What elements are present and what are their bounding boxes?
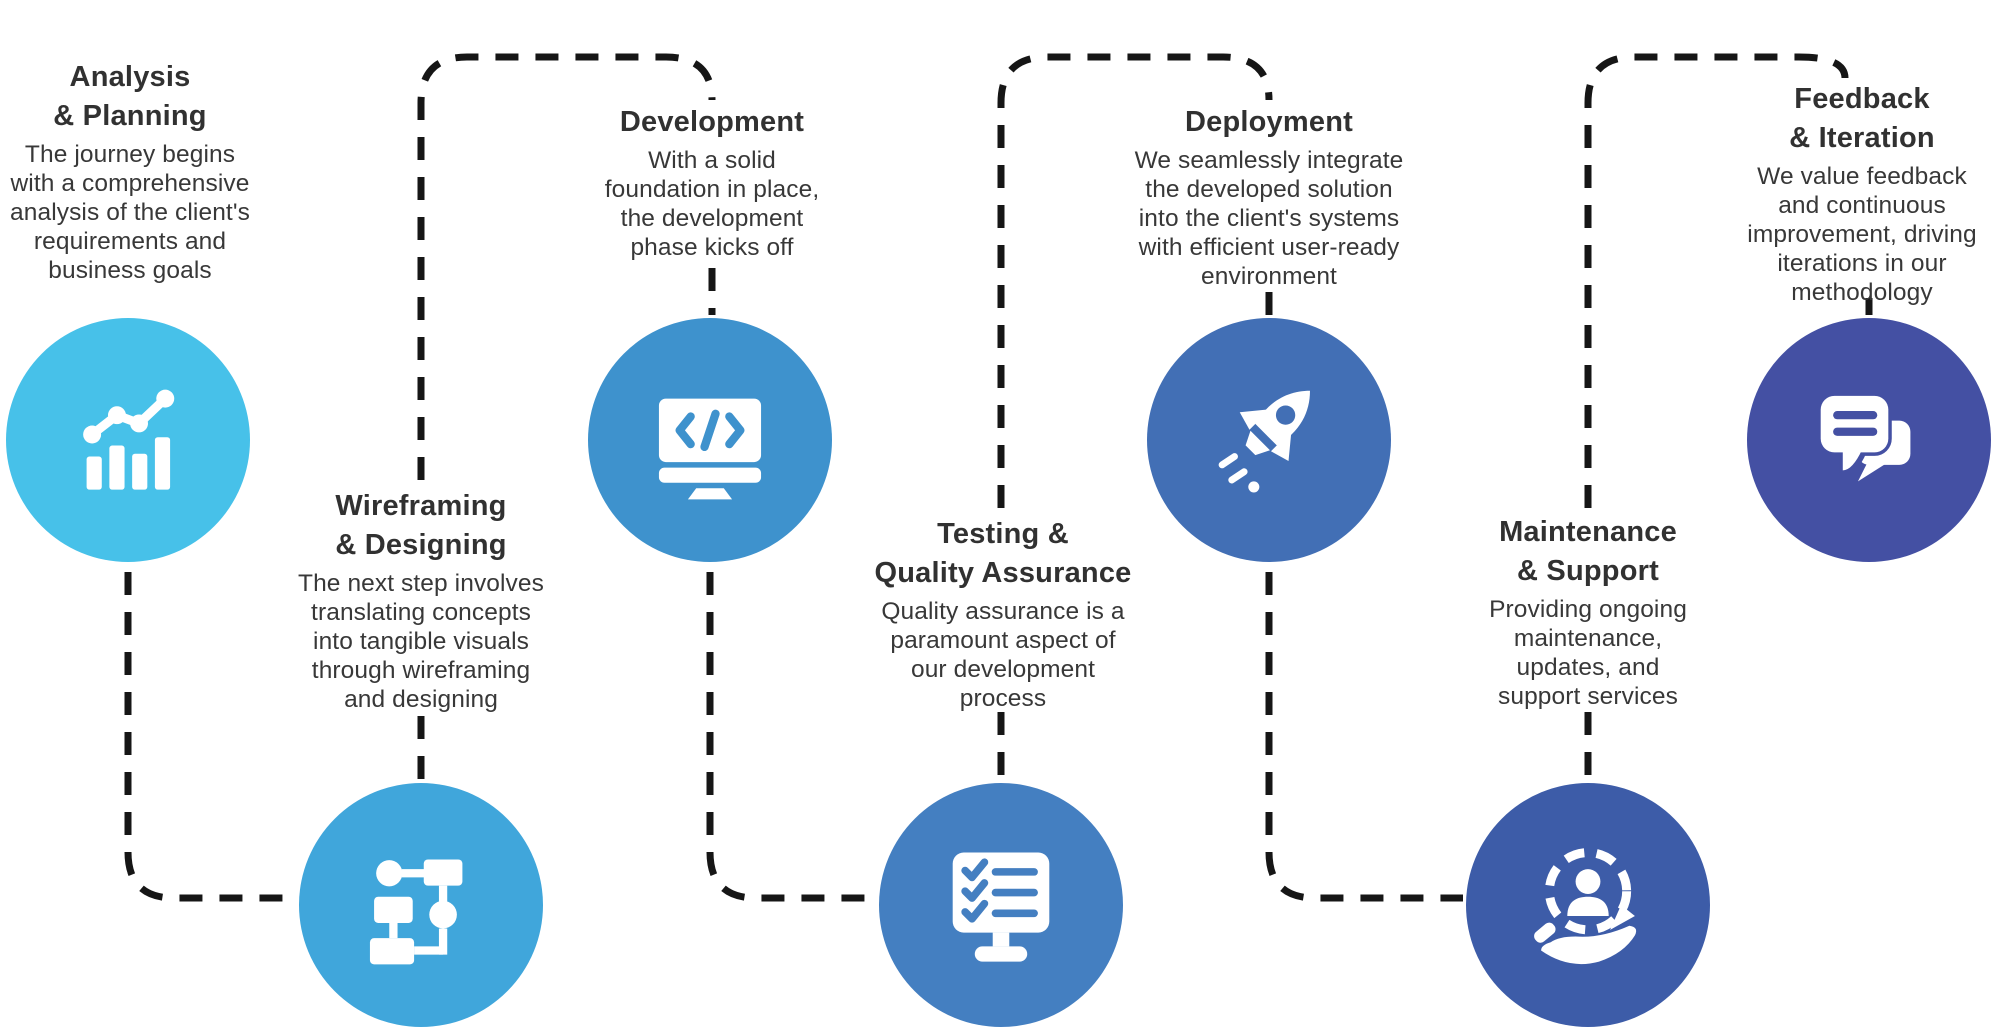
step-title: Feedback & Iteration <box>1789 83 1935 154</box>
step-title: Testing & Quality Assurance <box>874 518 1132 589</box>
step-description: We seamlessly integrate the developed so… <box>1134 147 1404 290</box>
step-description: Quality assurance is a paramount aspect … <box>881 598 1125 712</box>
flowchart-icon <box>369 859 463 965</box>
step-feedback-circle <box>1747 318 1991 562</box>
step-testing-qa: Testing & Quality Assurance Quality assu… <box>813 515 1193 713</box>
step-description: We value feedback and continuous improve… <box>1747 163 1977 306</box>
connector-step4-step5-upper <box>997 53 1273 508</box>
step-deployment-circle <box>1147 318 1391 562</box>
step-title: Analysis & Planning <box>53 61 207 132</box>
step-wireframing-designing: Wireframing & Designing The next step in… <box>231 487 611 714</box>
code-monitor-icon <box>658 398 762 500</box>
front-chat-bubble <box>1817 392 1892 477</box>
connector-group <box>124 53 1873 902</box>
connector-step2-step3-upper <box>417 53 716 480</box>
step-testing-circle <box>879 783 1123 1027</box>
step-maintenance-circle <box>1466 783 1710 1027</box>
connector-step3-step4 <box>706 572 876 902</box>
connector-step5-step6 <box>1265 572 1463 902</box>
connector-step6-step7-upper <box>1584 53 1849 508</box>
step-title: Deployment <box>1185 106 1353 138</box>
step-deployment: Deployment We seamlessly integrate the d… <box>1079 103 1459 291</box>
step-description: The next step involves translating conce… <box>298 570 544 713</box>
step-title: Development <box>619 106 805 138</box>
rocket-icon <box>1218 390 1310 493</box>
step-title: Maintenance & Support <box>1499 516 1677 587</box>
checklist-monitor-icon <box>952 852 1050 962</box>
step-description: With a solid foundation in place, the de… <box>604 147 820 261</box>
step-maintenance-support: Maintenance & Support Providing ongoing … <box>1398 513 1778 711</box>
connector-step1-step2 <box>124 572 294 902</box>
analytics-chart-icon <box>83 389 175 490</box>
user-refresh-hand-icon <box>1534 848 1637 965</box>
chat-bubbles-icon <box>1817 392 1911 482</box>
step-feedback-iteration: Feedback & Iteration We value feedback a… <box>1672 80 2000 307</box>
step-development: Development With a solid foundation in p… <box>522 103 902 262</box>
step-description: The journey begins with a comprehensive … <box>10 141 250 284</box>
step-analysis-circle <box>6 318 250 562</box>
step-description: Providing ongoing maintenance, updates, … <box>1489 596 1687 710</box>
step-development-circle <box>588 318 832 562</box>
step-wireframing-circle <box>299 783 543 1027</box>
step-analysis-planning: Analysis & Planning The journey begins w… <box>0 58 320 285</box>
step-title: Wireframing & Designing <box>335 490 507 561</box>
